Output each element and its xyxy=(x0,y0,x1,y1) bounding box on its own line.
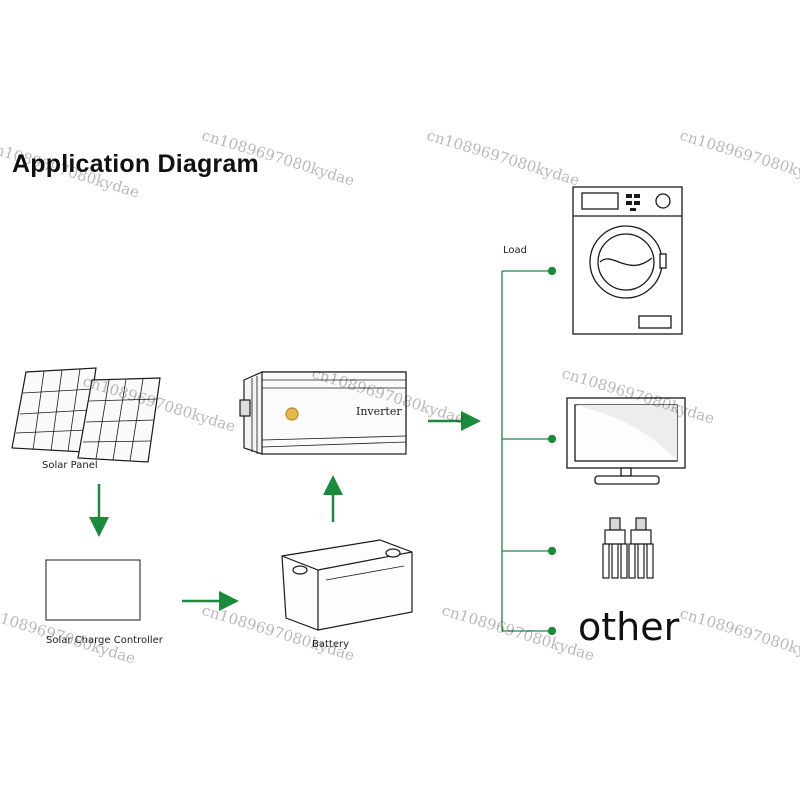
television-icon xyxy=(566,397,686,485)
inverter-icon xyxy=(239,371,407,455)
flow-arrows xyxy=(89,411,481,611)
battery-label: Battery xyxy=(312,639,350,650)
charge-controller-label: Solar Charge Controller xyxy=(46,635,163,646)
battery-icon xyxy=(281,539,413,631)
load-bus xyxy=(501,266,557,636)
washing-machine-icon xyxy=(572,186,683,335)
light-bulbs-icon xyxy=(602,517,654,579)
solar-panel-icon xyxy=(11,367,161,463)
other-label: other xyxy=(578,605,680,649)
charge-controller-box xyxy=(45,559,141,621)
load-label: Load xyxy=(503,245,527,256)
page-title: Application Diagram xyxy=(12,150,259,178)
solar-panel-label: Solar Panel xyxy=(42,460,98,471)
inverter-label: Inverter xyxy=(356,405,402,418)
